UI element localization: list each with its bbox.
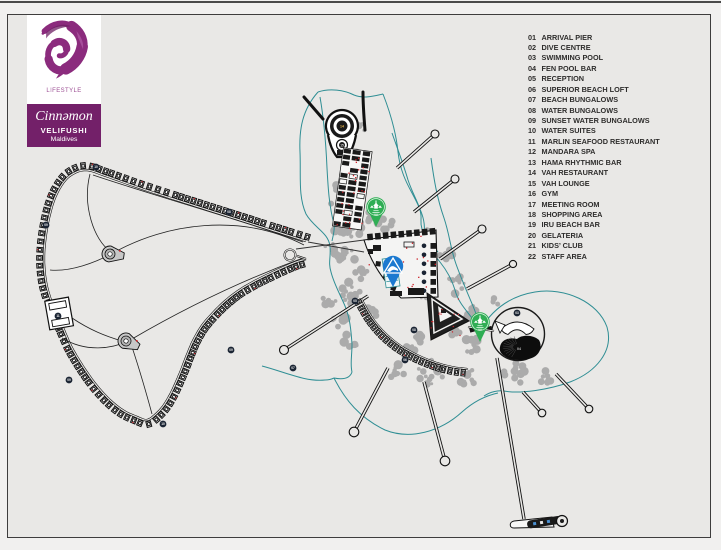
svg-text:11: 11 [56,314,60,318]
svg-text:21: 21 [438,312,442,316]
svg-text:15: 15 [340,143,344,147]
svg-text:05: 05 [353,299,357,303]
svg-text:10: 10 [94,165,98,169]
svg-text:14: 14 [340,124,344,128]
svg-text:09: 09 [229,348,233,352]
svg-text:08: 08 [227,210,231,214]
svg-text:08: 08 [412,328,416,332]
svg-text:04: 04 [517,347,521,351]
svg-text:07: 07 [291,366,295,370]
svg-text:09: 09 [67,378,71,382]
svg-text:09: 09 [44,223,48,227]
svg-text:10: 10 [161,422,165,426]
svg-text:06: 06 [403,358,407,362]
svg-text:03: 03 [515,311,519,315]
